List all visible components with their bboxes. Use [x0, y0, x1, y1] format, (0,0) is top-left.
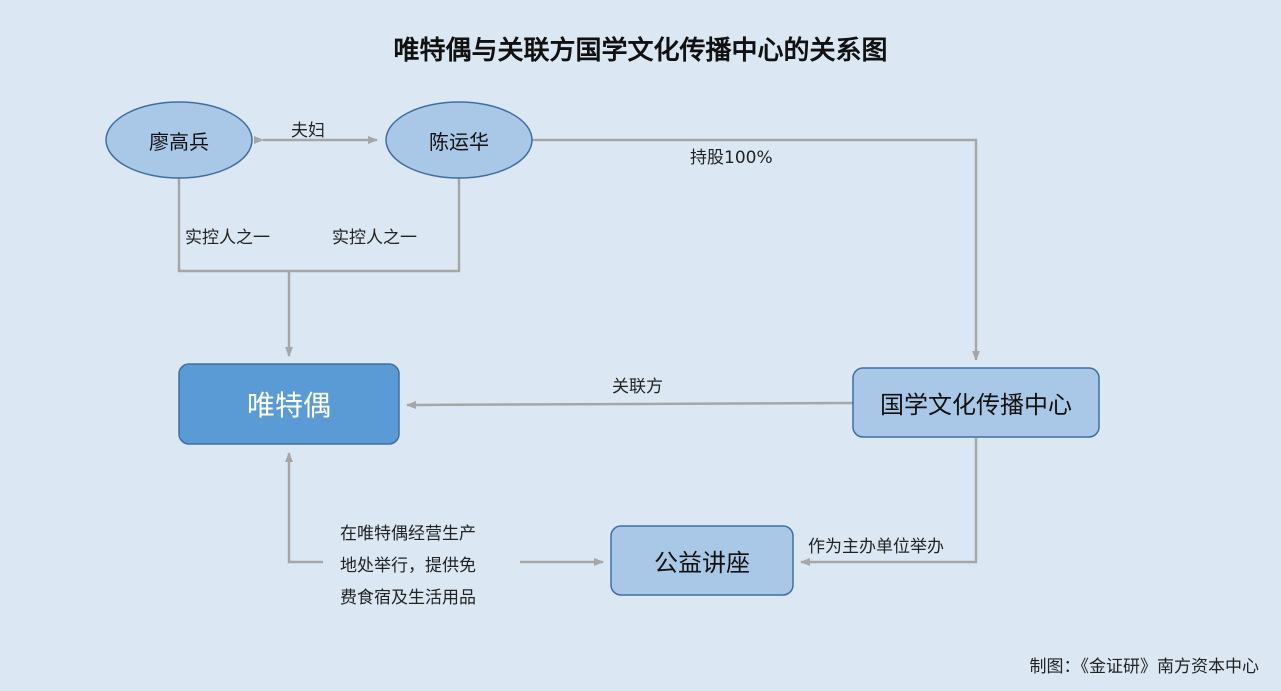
- organizer-label: 作为主办单位举办: [808, 537, 944, 557]
- related-connector: [406, 400, 854, 409]
- lecture-node: 公益讲座: [654, 549, 750, 577]
- venue-label-line: 在唯特偶经营生产: [340, 524, 476, 544]
- wtk-node: 唯特偶: [246, 389, 331, 422]
- couple-label: 夫妇: [291, 121, 325, 141]
- venue-label: 在唯特偶经营生产 地处举行，提供免 费食宿及生活用品: [340, 518, 476, 614]
- lecture-node-shape: [610, 525, 794, 596]
- chen-node-shape: [385, 101, 533, 179]
- related-label: 关联方: [612, 377, 663, 397]
- liao-node-shape: [105, 101, 253, 179]
- wtk-node-shape: [178, 363, 400, 445]
- controller-left-label: 实控人之一: [185, 228, 270, 248]
- venue-connector-up: [285, 452, 323, 564]
- stake-label: 持股100%: [690, 148, 773, 168]
- controller-right-label: 实控人之一: [332, 228, 417, 248]
- chen-node: 陈运华: [429, 129, 489, 154]
- controller-connector: [177, 178, 461, 273]
- organizer-connector: [800, 438, 978, 566]
- diagram-title: 唯特偶与关联方国学文化传播中心的关系图: [393, 36, 888, 66]
- footer-credit: 制图：《金证研》南方资本中心: [1029, 657, 1260, 677]
- venue-label-line: 地处举行，提供免: [340, 556, 476, 576]
- stake-connector: [532, 138, 980, 361]
- center-node: 国学文化传播中心: [880, 391, 1072, 419]
- center-node-shape: [852, 367, 1100, 438]
- liao-node: 廖高兵: [149, 129, 209, 154]
- venue-label-line: 费食宿及生活用品: [340, 588, 476, 608]
